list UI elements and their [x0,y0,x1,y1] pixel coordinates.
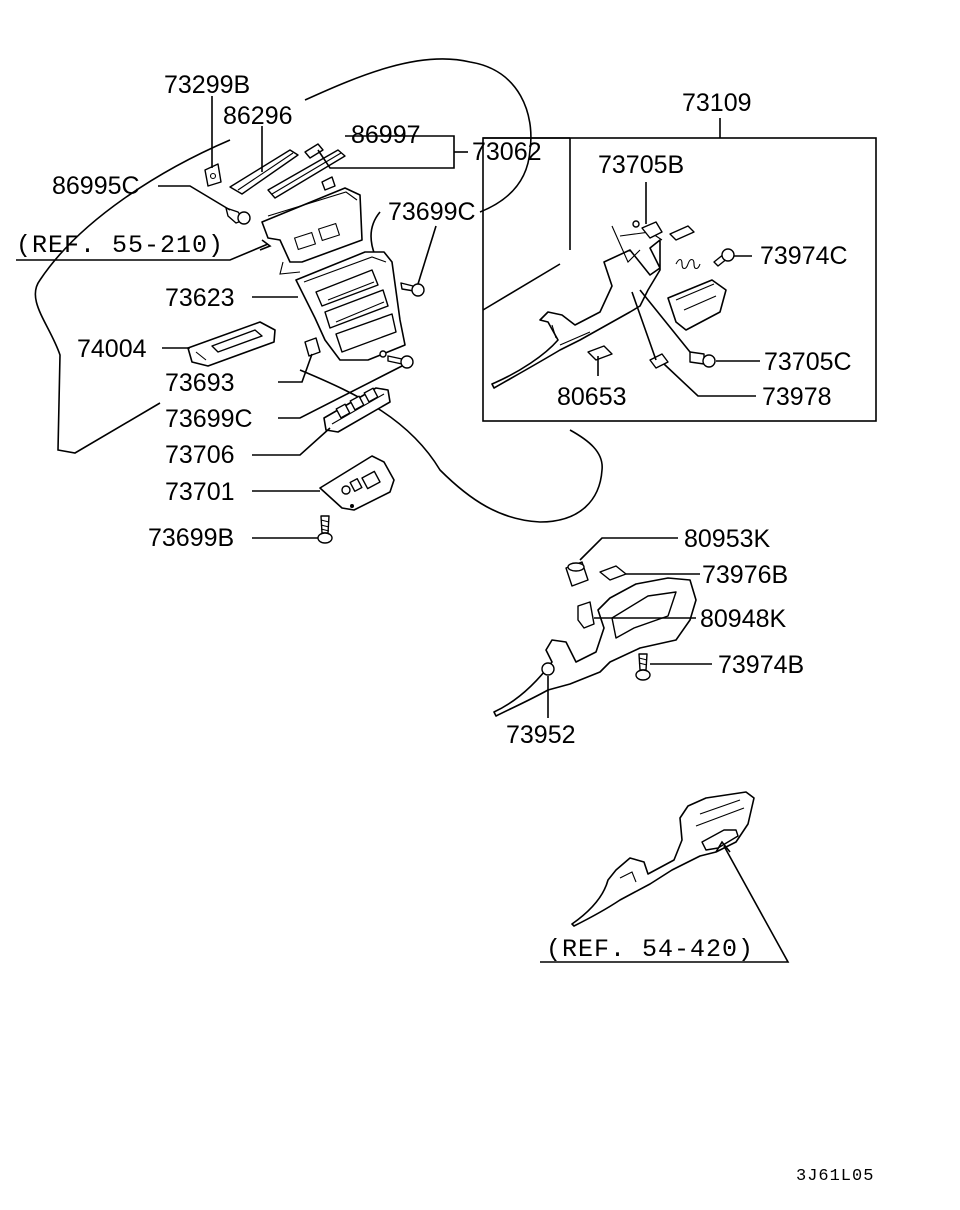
label-73109: 73109 [682,89,752,117]
leader-ref55 [16,243,269,261]
clip-86997 [304,143,324,159]
leader-box-inner-2 [639,289,691,353]
label-73976b: 73976B [702,561,788,589]
clip-hole [209,172,217,180]
leader-73699c-mid [278,365,403,419]
label-73299b: 73299B [164,71,250,99]
leader-73699c-top [417,225,437,285]
leader-86995c [158,185,231,211]
leader-ref54 [540,845,790,963]
ref-54-420: (REF. 54-420) [546,935,754,964]
glove-box-ref-part [571,791,755,927]
label-73699c-mid: 73699C [165,405,253,433]
leader-73978 [663,363,756,397]
clip-73299b [204,163,222,187]
label-73701: 73701 [165,478,235,506]
label-73952: 73952 [506,721,576,749]
under-cover-73109 [491,239,661,389]
leader-73693 [278,353,313,383]
clip-73705c [689,351,705,365]
clip-73978 [649,353,669,369]
label-73623: 73623 [165,284,235,312]
spring [675,258,701,270]
leader-box-inner-1 [631,291,657,361]
label-73705b: 73705B [598,151,684,179]
diagram-code: 3J61L05 [796,1167,874,1186]
label-73705c: 73705C [764,348,852,376]
label-73699b: 73699B [148,524,234,552]
screw-73974b [638,653,648,671]
label-73062: 73062 [472,138,542,166]
panel-opening-lower [335,313,397,353]
upper-assembly-outline [304,58,532,213]
label-80953k: 80953K [684,525,771,553]
label-80653: 80653 [557,383,627,411]
label-86296: 86296 [223,102,293,130]
panel-opening-upper [315,269,379,307]
clip-80948k [577,601,595,629]
label-73978: 73978 [762,383,832,411]
lower-outline-loop [299,369,603,523]
bracket-frame [261,187,363,263]
leader-73706 [252,427,331,456]
label-74004: 74004 [77,335,147,363]
assembly-box-73109 [482,137,877,422]
leader-80953k [579,537,678,561]
ref-55-210: (REF. 55-210) [16,231,224,260]
clip-73705b [641,221,663,239]
label-86997: 86997 [351,121,421,149]
label-80948k: 80948K [700,605,787,633]
clip-73976b [599,565,627,581]
label-73706: 73706 [165,441,235,469]
label-73974c: 73974C [760,242,848,270]
left-outline-loop [34,139,231,454]
clip-80653 [587,345,613,361]
screw-73699c-mid [387,355,403,365]
label-73699c-top: 73699C [388,198,476,226]
panel-opening-middle [324,289,389,329]
label-73974b: 73974B [718,651,804,679]
clip-73693 [304,337,321,357]
label-86995c: 86995C [52,172,140,200]
leader-86997 [317,135,455,169]
storage-cup [667,279,727,331]
label-73693: 73693 [165,369,235,397]
